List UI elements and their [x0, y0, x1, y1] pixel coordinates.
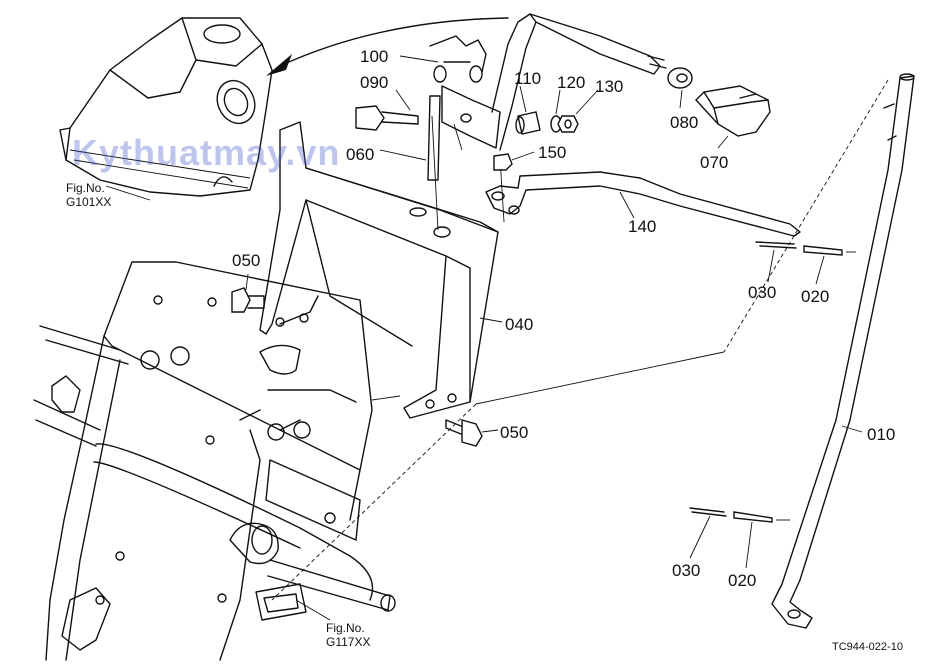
- pins-upper: [755, 241, 856, 256]
- bolt-150: [493, 153, 513, 171]
- bolt-090: [355, 105, 419, 131]
- part-label-020-lower: 020: [728, 571, 757, 590]
- part-label-100: 100: [360, 47, 389, 66]
- part-label-020-upper: 020: [801, 287, 830, 306]
- part-label-070: 070: [700, 153, 729, 172]
- bracket-040: [259, 121, 499, 419]
- fig-ref-cover-line2: G101XX: [66, 194, 112, 209]
- direction-arrow: [266, 17, 509, 76]
- fig-ref-leader-1: [105, 185, 151, 201]
- part-label-040: 040: [505, 315, 534, 334]
- bolt-050-right: [445, 419, 483, 447]
- part-label-130: 130: [595, 77, 624, 96]
- part-label-010: 010: [867, 425, 896, 444]
- frame-plate: [33, 261, 396, 661]
- drawing-code: TC944-022-10: [832, 641, 903, 653]
- lever-assembly: [441, 13, 667, 151]
- spring-100: [429, 35, 487, 83]
- part-label-110: 110: [514, 69, 542, 88]
- fig-ref-leader-2: [295, 599, 331, 621]
- label-leaders: [245, 55, 863, 569]
- washer-080: [667, 67, 693, 89]
- fig-ref-frame: Fig.No. G117XX: [326, 621, 371, 650]
- pins-lower: [689, 507, 790, 523]
- cover-assembly: [59, 17, 273, 197]
- part-label-080: 080: [670, 113, 699, 132]
- fig-ref-frame-line2: G117XX: [326, 634, 371, 649]
- knob-070: [695, 85, 771, 137]
- fig-ref-cover: Fig.No. G101XX: [66, 181, 112, 210]
- rod-010: [771, 73, 915, 629]
- part-label-050-right: 050: [500, 423, 529, 442]
- bushing-110: [515, 111, 541, 135]
- shaft-060: [427, 95, 441, 181]
- part-label-090: 090: [360, 73, 389, 92]
- part-label-140: 140: [628, 217, 657, 236]
- part-label-150: 150: [538, 143, 567, 162]
- bolt-050-left: [231, 287, 265, 313]
- part-label-060: 060: [346, 145, 375, 164]
- watermark-text: Kythuatmay.vn: [72, 132, 341, 173]
- part-label-050-left: 050: [232, 251, 261, 270]
- rod-140: [485, 171, 801, 237]
- part-label-030-lower: 030: [672, 561, 701, 580]
- fig-ref-cover-line1: Fig.No.: [66, 181, 105, 195]
- nut-130: [557, 115, 579, 133]
- part-label-030-upper: 030: [748, 283, 777, 302]
- fig-ref-frame-line1: Fig.No.: [326, 621, 365, 635]
- part-label-120: 120: [557, 73, 586, 92]
